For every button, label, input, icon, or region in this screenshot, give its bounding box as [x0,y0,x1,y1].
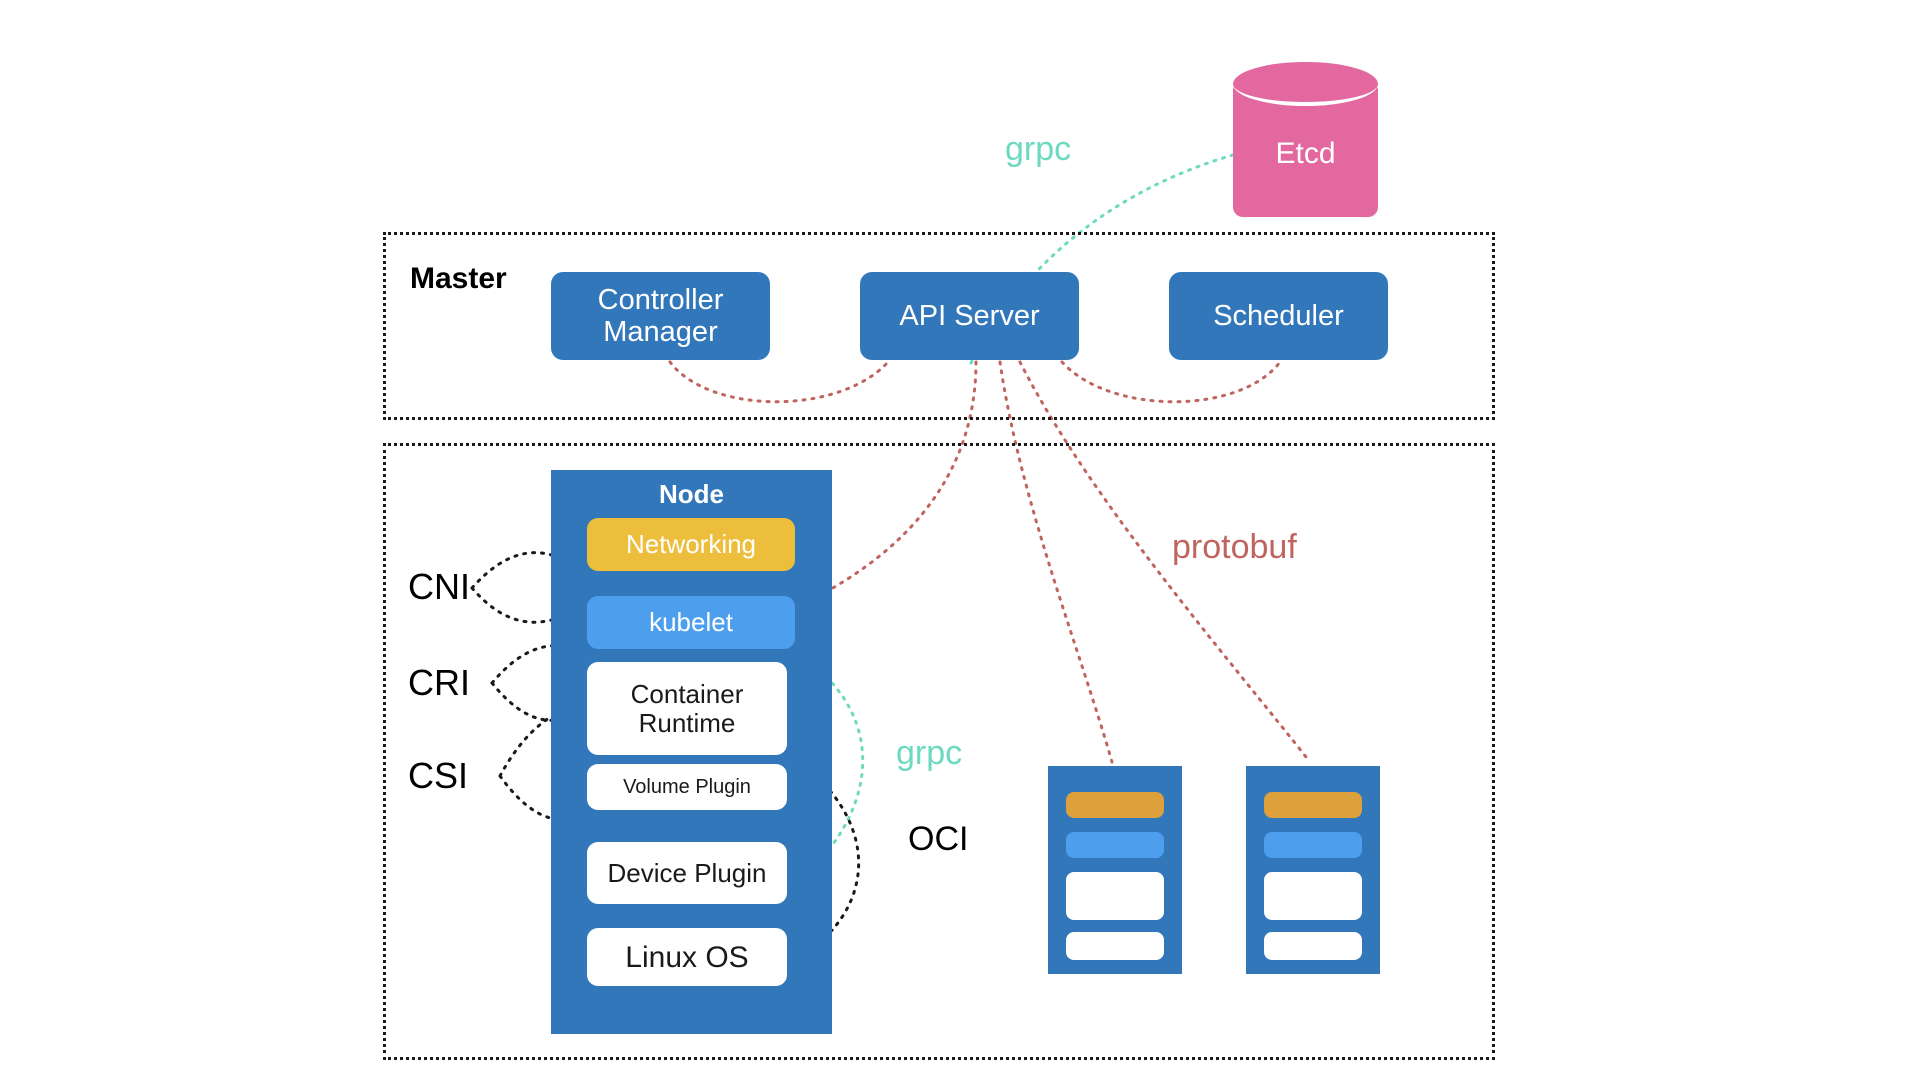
annotation-grpc-etcd: grpc [1005,130,1072,168]
interface-label-csi: CSI [408,755,469,796]
networking-label: Networking [625,529,757,560]
api-server-label: API Server [899,299,1040,332]
node-item-device-plugin[interactable]: Device Plugin [587,842,787,904]
pod-2[interactable] [1246,766,1380,974]
annotation-protobuf: protobuf [1172,528,1297,566]
pod-layer-kubelet [1264,832,1362,858]
pod-layer-networking [1264,792,1362,818]
pod-layer-runtime [1066,872,1164,920]
node-item-networking[interactable]: Networking [587,518,795,571]
annotation-grpc-node: grpc [896,734,963,772]
pod-layer-os [1066,932,1164,960]
node-item-linux-os[interactable]: Linux OS [587,928,787,986]
component-scheduler[interactable]: Scheduler [1169,272,1388,360]
node-item-volume-plugin[interactable]: Volume Plugin [587,764,787,810]
pod-layer-networking [1066,792,1164,818]
volume-plugin-label: Volume Plugin [623,776,751,798]
pod-1[interactable] [1048,766,1182,974]
node-item-kubelet[interactable]: kubelet [587,596,795,649]
kubelet-label: kubelet [649,607,733,638]
master-zone [383,232,1495,420]
pod-layer-runtime [1264,872,1362,920]
node-title: Node [659,479,724,509]
cylinder-top-ellipse [1233,62,1378,106]
etcd-datastore[interactable]: Etcd [1233,62,1378,217]
etcd-label: Etcd [1275,137,1336,170]
scheduler-label: Scheduler [1213,299,1344,332]
device-plugin-label: Device Plugin [607,857,767,888]
component-api-server[interactable]: API Server [860,272,1079,360]
linux-os-label: Linux OS [625,940,749,974]
workers-zone [383,443,1495,1060]
master-zone-title: Master [410,262,507,295]
pod-layer-os [1264,932,1362,960]
interface-label-cri: CRI [408,662,470,703]
interface-label-cni: CNI [408,566,470,607]
cylinder-body [1233,84,1378,217]
annotation-oci: OCI [908,820,969,858]
pod-layer-kubelet [1066,832,1164,858]
